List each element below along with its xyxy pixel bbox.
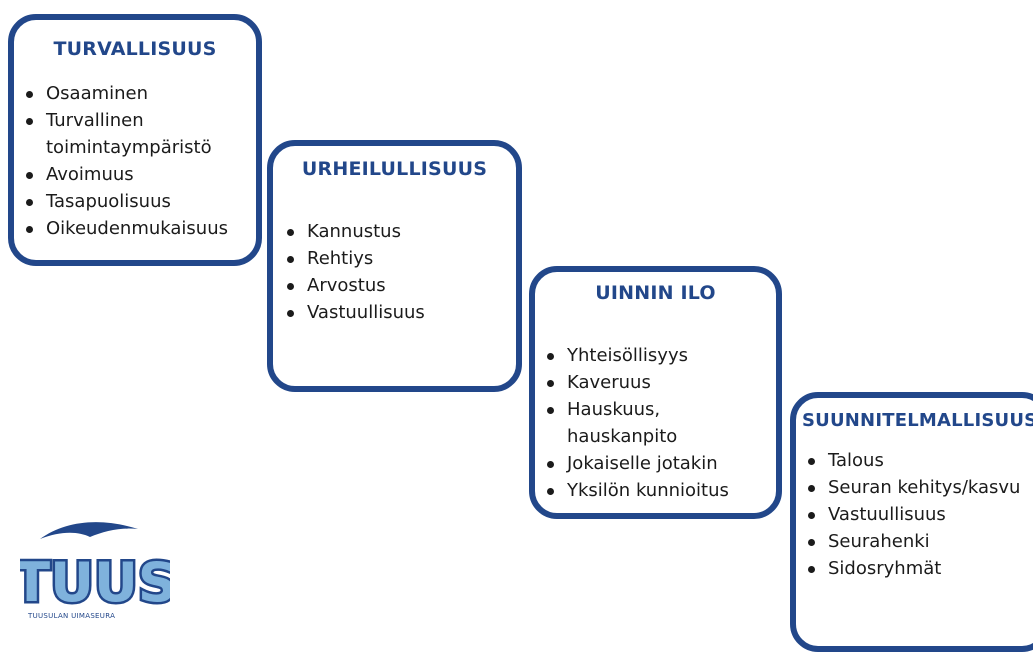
logo-wordmark: TUUS bbox=[20, 551, 170, 614]
list-item: Vastuullisuus bbox=[285, 299, 516, 326]
card-list: Yhteisöllisyys Kaveruus Hauskuus, hauska… bbox=[545, 342, 776, 504]
value-card-turvallisuus: TURVALLISUUS Osaaminen Turvallinen toimi… bbox=[8, 14, 262, 266]
list-item: Seuran kehitys/kasvu bbox=[806, 474, 1033, 501]
list-item: Vastuullisuus bbox=[806, 501, 1033, 528]
card-list: Osaaminen Turvallinen toimintaympäristö … bbox=[24, 80, 256, 242]
card-list: Kannustus Rehtiys Arvostus Vastuullisuus bbox=[285, 218, 516, 326]
list-item: Yhteisöllisyys bbox=[545, 342, 776, 369]
list-item: Turvallinen toimintaympäristö bbox=[24, 107, 256, 161]
card-list: Talous Seuran kehitys/kasvu Vastuullisuu… bbox=[806, 447, 1033, 582]
list-item: Kaveruus bbox=[545, 369, 776, 396]
wave-icon bbox=[40, 522, 138, 539]
list-item: Kannustus bbox=[285, 218, 516, 245]
list-item: Tasapuolisuus bbox=[24, 188, 256, 215]
value-card-urheilullisuus: URHEILULLISUUS Kannustus Rehtiys Arvostu… bbox=[267, 140, 522, 392]
logo-subtitle: TUUSULAN UIMASEURA bbox=[28, 612, 116, 620]
list-item: Jokaiselle jotakin bbox=[545, 450, 776, 477]
list-item: Osaaminen bbox=[24, 80, 256, 107]
list-item: Rehtiys bbox=[285, 245, 516, 272]
list-item: Arvostus bbox=[285, 272, 516, 299]
list-item: Hauskuus, hauskanpito bbox=[545, 396, 776, 450]
list-item: Talous bbox=[806, 447, 1033, 474]
list-item: Yksilön kunnioitus bbox=[545, 477, 776, 504]
list-item: Sidosryhmät bbox=[806, 555, 1033, 582]
club-logo: TUUS bbox=[20, 522, 170, 617]
card-title: TURVALLISUUS bbox=[53, 38, 217, 60]
card-title: UINNIN ILO bbox=[595, 282, 716, 304]
list-item: Seurahenki bbox=[806, 528, 1033, 555]
card-title: URHEILULLISUUS bbox=[301, 158, 488, 180]
value-card-suunnitelmallisuus: SUUNNITELMALLISUUS Talous Seuran kehitys… bbox=[790, 392, 1033, 652]
card-title: SUUNNITELMALLISUUS bbox=[802, 410, 1033, 431]
list-item: Avoimuus bbox=[24, 161, 256, 188]
list-item: Oikeudenmukaisuus bbox=[24, 215, 256, 242]
value-card-uinnin-ilo: UINNIN ILO Yhteisöllisyys Kaveruus Hausk… bbox=[529, 266, 782, 519]
